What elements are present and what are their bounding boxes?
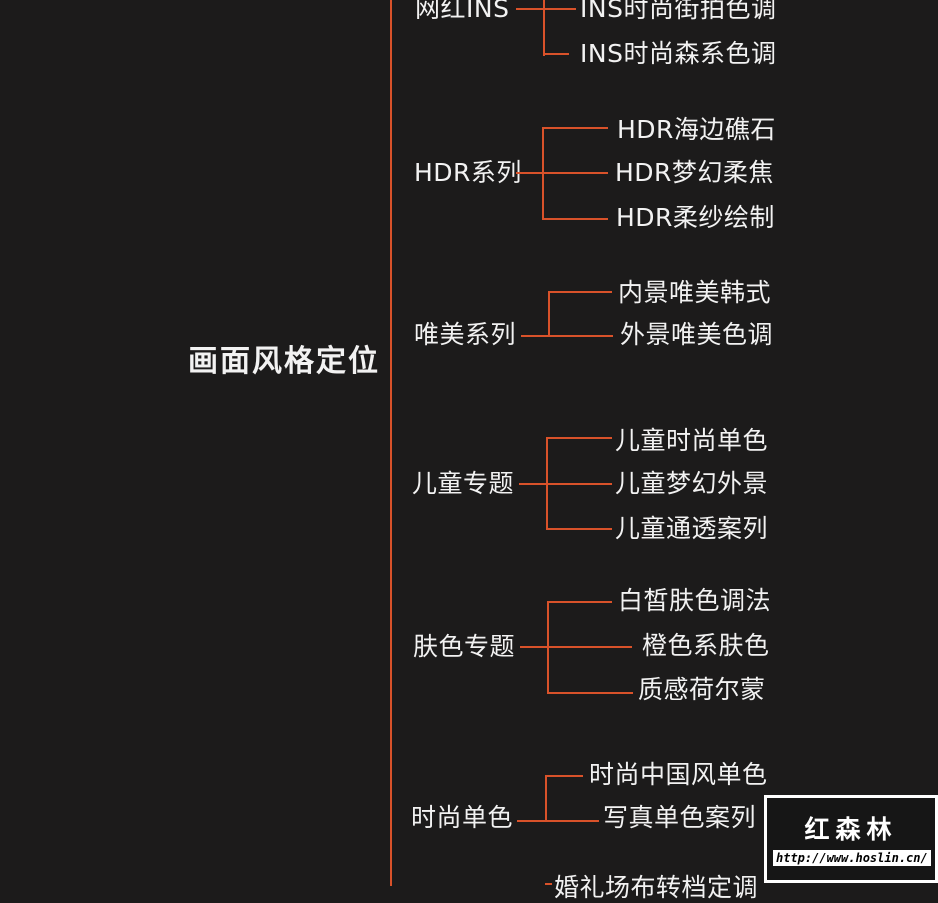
leaf-node: HDR梦幻柔焦 [615, 158, 774, 187]
leaf-node: HDR海边礁石 [617, 115, 776, 144]
connector-line [521, 335, 613, 337]
leaf-node: 白皙肤色调法 [618, 586, 772, 615]
branch-node: 儿童专题 [412, 469, 515, 498]
connector-line [547, 601, 612, 603]
connector-line [542, 127, 608, 129]
connector-line [516, 172, 608, 174]
root-node: 画面风格定位 [188, 344, 380, 379]
connector-line [516, 8, 544, 10]
connector-line [517, 820, 599, 822]
bracket-line [548, 291, 550, 337]
bracket-line [545, 775, 547, 822]
watermark-url: http://www.hoslin.cn/ [773, 850, 931, 866]
watermark-title: 红森林 [804, 815, 898, 844]
leaf-node: INS时尚街拍色调 [580, 0, 777, 23]
connector-line [546, 437, 612, 439]
leaf-node: 内景唯美韩式 [618, 278, 772, 307]
leaf-node: 婚礼场布转档定调 [554, 873, 759, 902]
connector-line [542, 218, 608, 220]
connector-line [546, 528, 612, 530]
connector-line [548, 291, 612, 293]
leaf-node: 外景唯美色调 [620, 320, 774, 349]
connector-line [545, 883, 552, 885]
leaf-node: 儿童时尚单色 [615, 426, 769, 455]
leaf-node: 儿童通透案列 [615, 514, 769, 543]
bracket-line [547, 601, 549, 694]
branch-node: 网红INS [415, 0, 510, 23]
leaf-node: 写真单色案列 [603, 803, 757, 832]
connector-line [547, 692, 633, 694]
branch-node: HDR系列 [414, 158, 522, 187]
branch-node: 时尚单色 [411, 803, 514, 832]
main-trunk-line [390, 0, 392, 886]
leaf-node: 质感荷尔蒙 [638, 675, 766, 704]
leaf-node: HDR柔纱绘制 [616, 203, 775, 232]
connector-line [544, 53, 569, 55]
branch-node: 肤色专题 [413, 632, 516, 661]
bracket-line [546, 437, 548, 530]
connector-line [519, 483, 612, 485]
leaf-node: 时尚中国风单色 [589, 760, 768, 789]
connector-line [545, 775, 583, 777]
bracket-line [542, 127, 544, 220]
leaf-node: 儿童梦幻外景 [615, 469, 769, 498]
watermark-logo: 红森林 http://www.hoslin.cn/ [764, 795, 938, 883]
branch-node: 唯美系列 [414, 320, 517, 349]
leaf-node: INS时尚森系色调 [580, 39, 777, 68]
bracket-line [543, 0, 545, 56]
leaf-node: 橙色系肤色 [642, 631, 770, 660]
connector-line [544, 8, 576, 10]
connector-line [520, 646, 632, 648]
